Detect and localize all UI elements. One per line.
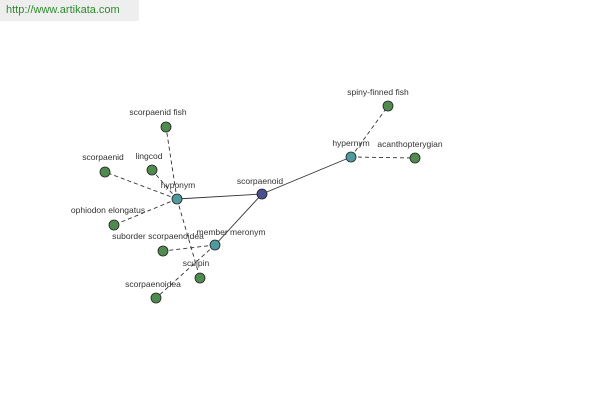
relation-node-hyponym[interactable] [171, 193, 183, 205]
relation-label-hypernym[interactable]: hypernym [332, 138, 369, 148]
dashed-edge-member-meronym-scorpaenoidea [155, 244, 216, 299]
leaf-label-scorpaenid[interactable]: scorpaenid [82, 152, 124, 162]
leaf-node-scorpaenid[interactable] [99, 166, 111, 178]
leaf-node-lingcod[interactable] [146, 164, 158, 176]
leaf-label-acanthopterygian[interactable]: acanthopterygian [377, 139, 442, 149]
edge-scorpaenoid-member-meronym [214, 193, 263, 246]
leaf-node-sculpin[interactable] [194, 272, 206, 284]
nodes: scorpaenid fish scorpaenid lingcod ophiodon… [71, 87, 443, 304]
relation-node-hypernym[interactable] [345, 151, 357, 163]
leaf-label-scorpaenoidea[interactable]: scorpaenoidea [125, 279, 181, 289]
leaf-node-spiny-finned-fish[interactable] [382, 100, 394, 112]
relation-label-hyponym[interactable]: hyponym [161, 180, 196, 190]
edges [104, 105, 416, 299]
center-label-scorpaenoid[interactable]: scorpaenoid [237, 176, 284, 186]
dashed-edge-member-meronym-suborder-scorpaenoidea [162, 244, 216, 252]
edge-scorpaenoid-hypernym [261, 156, 352, 195]
leaf-label-spiny-finned-fish[interactable]: spiny-finned fish [347, 87, 409, 97]
leaf-label-ophiodon-elongatus[interactable]: ophiodon elongatus [71, 205, 145, 215]
edge-scorpaenoid-hyponym [176, 193, 263, 200]
dashed-edge-hyponym-scorpaenid [104, 171, 178, 200]
relation-node-member-meronym[interactable] [209, 239, 221, 251]
leaf-node-ophiodon-elongatus[interactable] [108, 219, 120, 231]
leaf-node-scorpaenid-fish[interactable] [160, 121, 172, 133]
center-node-scorpaenoid[interactable] [256, 188, 268, 200]
leaf-node-suborder-scorpaenoidea[interactable] [157, 245, 169, 257]
dashed-edge-hypernym-spiny-finned-fish [350, 105, 389, 158]
leaf-node-scorpaenoidea[interactable] [150, 292, 162, 304]
leaf-label-suborder-scorpaenoidea[interactable]: suborder scorpaenoidea [112, 231, 204, 241]
relation-label-member-meronym[interactable]: member meronym [197, 227, 266, 237]
leaf-node-acanthopterygian[interactable] [409, 152, 421, 164]
leaf-label-sculpin[interactable]: sculpin [183, 258, 210, 268]
dashed-edge-hyponym-scorpaenid-fish [165, 126, 178, 200]
leaf-label-lingcod[interactable]: lingcod [136, 151, 163, 161]
dashed-edge-hyponym-lingcod [151, 169, 178, 200]
dashed-edge-hyponym-ophiodon-elongatus [113, 198, 178, 226]
site-url[interactable]: http://www.artikata.com [0, 0, 139, 21]
leaf-label-scorpaenid-fish[interactable]: scorpaenid fish [129, 107, 186, 117]
dashed-edge-hypernym-acanthopterygian [350, 156, 416, 159]
